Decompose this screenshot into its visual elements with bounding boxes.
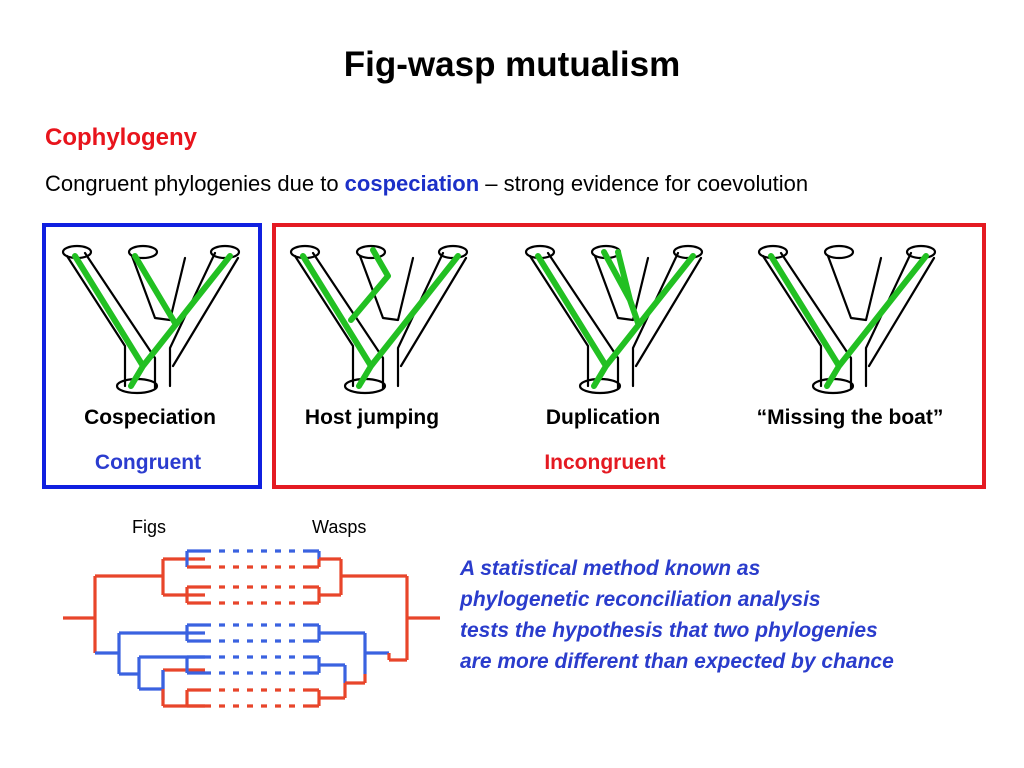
missing-the-boat-tree: [757, 244, 937, 395]
host-tree-outline: [761, 251, 936, 390]
branch-tip: [355, 244, 387, 260]
statement-line: are more different than expected by chan…: [460, 650, 894, 673]
host-tree-outline: [65, 251, 240, 390]
statement-line: phylogenetic reconciliation analysis: [460, 588, 821, 611]
fig-tips: [185, 565, 205, 605]
fig-tips: [185, 549, 205, 567]
congruent-label: Congruent: [94, 451, 202, 474]
fig-clade-mixed: [95, 633, 121, 674]
figs-label: Figs: [132, 517, 167, 537]
cospeciation-tree: [61, 244, 241, 395]
fig-tips: [185, 623, 205, 675]
fig-clade-red-bottom: [161, 668, 205, 708]
fig-tips: [185, 688, 205, 708]
parasite-lineage: [300, 247, 461, 389]
parasite-lineage: [535, 249, 696, 389]
incongruent-label: Incongruent: [544, 451, 666, 474]
subtitle: Congruent phylogenies due to cospeciatio…: [45, 171, 808, 197]
branch-tip: [127, 244, 159, 260]
congruent-box: [42, 223, 262, 489]
scenario-label-duplication: Duplication: [545, 406, 661, 429]
subtitle-suffix: – strong evidence for coevolution: [479, 171, 809, 196]
slide-title: Fig-wasp mutualism: [343, 45, 681, 84]
fig-root-branch: [63, 576, 97, 653]
scenario-label-cospeciation: Cospeciation: [84, 406, 216, 429]
parasite-lineage: [72, 253, 233, 389]
statement-line: A statistical method known as: [460, 557, 761, 580]
wasp-tips: [303, 549, 321, 559]
tanglegram: [63, 549, 440, 708]
fig-clade-blue: [119, 631, 205, 700]
fig-clade-red: [95, 557, 205, 597]
duplication-tree: [524, 244, 704, 395]
host-tree-outline: [293, 251, 468, 390]
wasps-label: Wasps: [312, 517, 367, 537]
wasp-branches: [303, 653, 407, 708]
wasp-branches: [303, 557, 440, 660]
branch-tip: [823, 244, 855, 260]
statement-line: tests the hypothesis that two phylogenie…: [460, 619, 878, 642]
host-tree-outline: [528, 251, 703, 390]
section-heading: Cophylogeny: [45, 124, 198, 151]
scenario-label-host-jumping: Host jumping: [304, 406, 440, 429]
reconciliation-statement: A statistical method known as phylogenet…: [460, 553, 894, 677]
scenario-label-missing-the-boat: “Missing the boat”: [756, 406, 944, 429]
incongruent-box: [272, 223, 986, 489]
host-jumping-tree: [289, 244, 469, 395]
subtitle-keyword: cospeciation: [344, 171, 480, 196]
wasp-tips: [303, 559, 321, 569]
wasp-branches: [303, 623, 389, 683]
parasite-lineage: [768, 253, 929, 389]
subtitle-prefix: Congruent phylogenies due to: [45, 171, 345, 196]
